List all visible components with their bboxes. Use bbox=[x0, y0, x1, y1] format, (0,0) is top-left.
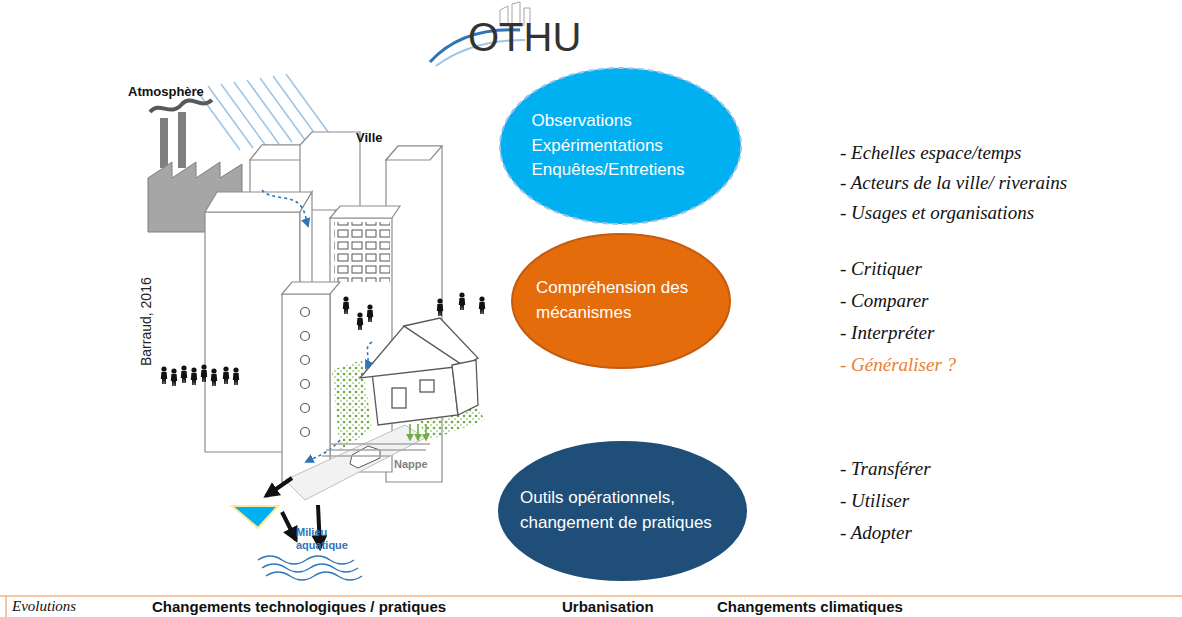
node-text-holder: Compréhension des mécanismes bbox=[536, 276, 706, 325]
ellipse-shape bbox=[497, 440, 748, 582]
illustration-label: Milieu aquatique bbox=[296, 526, 358, 552]
bar-heading: Evolutions bbox=[12, 598, 76, 615]
source-credit: Barraud, 2016 bbox=[138, 277, 154, 366]
infiltration-arrows bbox=[410, 424, 426, 440]
bar-item: Changements climatiques bbox=[717, 598, 903, 615]
list-item: - Généraliser ? bbox=[840, 354, 956, 376]
ellipse-shape bbox=[510, 232, 732, 370]
illustration-label: Ville bbox=[356, 130, 383, 145]
runoff-arrows bbox=[262, 190, 372, 462]
list-item: - Critiquer bbox=[840, 258, 922, 280]
node-label: Compréhension des mécanismes bbox=[536, 276, 706, 325]
list-item: - Interpréter bbox=[840, 322, 934, 344]
bar-item: Changements technologiques / pratiques bbox=[152, 598, 446, 615]
node-text-holder: Outils opérationnels, changement de prat… bbox=[520, 486, 725, 535]
water-waves bbox=[258, 556, 362, 580]
list-item: - Utiliser bbox=[840, 490, 909, 512]
ellipse-outline bbox=[499, 442, 746, 580]
list-item: - Usages et organisations bbox=[840, 202, 1034, 224]
logo-text: OTHU bbox=[468, 14, 581, 60]
retention-basin bbox=[232, 506, 278, 528]
list-item: - Comparer bbox=[840, 290, 929, 312]
house bbox=[360, 318, 478, 425]
list-item: - Acteurs de la ville/ riverains bbox=[840, 172, 1067, 194]
list-item: - Transférer bbox=[840, 458, 931, 480]
node-label: Observations Expérimentations Enquêtes/E… bbox=[532, 109, 710, 183]
bar-item: Urbanisation bbox=[562, 598, 654, 615]
illustration-label: Atmosphère bbox=[128, 84, 204, 99]
ellipse-node: Compréhension des mécanismes bbox=[510, 232, 732, 370]
node-text-holder: Observations Expérimentations Enquêtes/E… bbox=[532, 109, 710, 183]
list-item: - Adopter bbox=[840, 522, 912, 544]
people bbox=[161, 292, 485, 386]
node-label: Outils opérationnels, changement de prat… bbox=[520, 486, 725, 535]
ellipse-outline bbox=[500, 68, 741, 224]
tower-windows bbox=[301, 308, 310, 437]
ellipse-node: Outils opérationnels, changement de prat… bbox=[497, 440, 748, 582]
bottom-bar-rule bbox=[5, 596, 7, 617]
ellipse-outline bbox=[512, 234, 730, 368]
bottom-bar-rule bbox=[0, 595, 1182, 597]
illustration-label: Nappe bbox=[394, 458, 428, 471]
ellipse-node: Observations Expérimentations Enquêtes/E… bbox=[498, 66, 743, 226]
list-item: - Echelles espace/temps bbox=[840, 142, 1021, 164]
groundwater-lines bbox=[322, 444, 430, 456]
